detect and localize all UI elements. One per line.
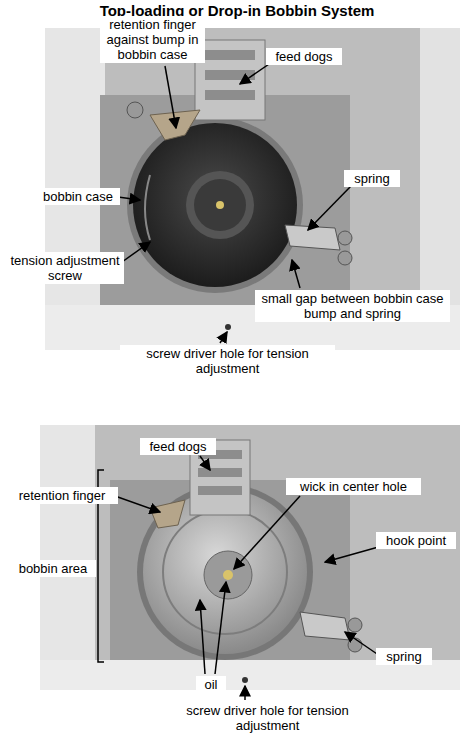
part-label: retention finger against bump in bobbin … xyxy=(100,16,205,63)
part-label: spring xyxy=(344,170,400,187)
part-label: hook point xyxy=(376,532,456,549)
part-label: retention finger xyxy=(6,487,118,504)
part-label: feed dogs xyxy=(140,438,216,455)
part-label: screw driver hole for tension adjustment xyxy=(160,702,375,734)
part-label: bobbin case xyxy=(36,188,120,205)
part-label: oil xyxy=(196,676,226,693)
part-label: spring xyxy=(376,648,432,665)
part-label: screw driver hole for tension adjustment xyxy=(120,345,335,377)
note-label: small gap between bobbin case bump and s… xyxy=(255,290,450,322)
part-label: tension adjustment screw xyxy=(6,252,124,284)
diagram-title: Top-loading or Drop-in Bobbin System xyxy=(0,2,474,19)
area-label: bobbin area xyxy=(10,560,96,577)
part-label: wick in center hole xyxy=(286,478,421,495)
part-label: feed dogs xyxy=(266,48,342,65)
